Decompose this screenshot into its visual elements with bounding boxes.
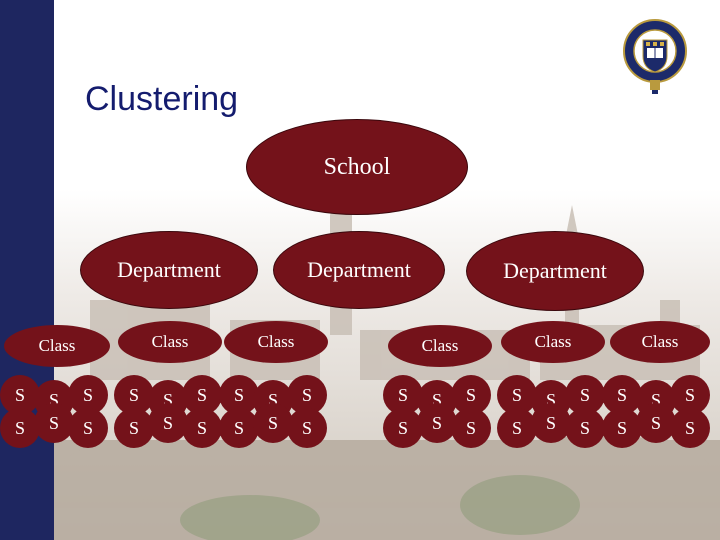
student-node: S (148, 403, 188, 443)
class-node: Class (224, 321, 328, 363)
left-sidebar-bar (0, 0, 54, 540)
department-node: Department (80, 231, 258, 309)
student-node: S (182, 408, 222, 448)
class-node: Class (4, 325, 110, 367)
student-node: S (602, 408, 642, 448)
student-node: S (451, 408, 491, 448)
student-node: S (253, 403, 293, 443)
student-node: S (497, 408, 537, 448)
student-node: S (531, 403, 571, 443)
student-node: S (114, 408, 154, 448)
class-node: Class (388, 325, 492, 367)
student-node: S (68, 408, 108, 448)
student-node: S (497, 375, 537, 415)
university-crest-icon (623, 19, 687, 94)
class-node: Class (610, 321, 710, 363)
department-node: Department (466, 231, 644, 311)
department-node: Department (273, 231, 445, 309)
slide-title: Clustering (85, 80, 239, 118)
student-node: S (417, 403, 457, 443)
student-node: S (383, 375, 423, 415)
student-node: S (287, 408, 327, 448)
class-node: Class (501, 321, 605, 363)
student-node: S (219, 408, 259, 448)
class-node: Class (118, 321, 222, 363)
student-node: S (636, 403, 676, 443)
school-node: School (246, 119, 468, 215)
student-node: S (383, 408, 423, 448)
student-node: S (670, 408, 710, 448)
student-node: S (565, 408, 605, 448)
student-node: S (0, 408, 40, 448)
student-node: S (68, 375, 108, 415)
student-node: S (34, 403, 74, 443)
